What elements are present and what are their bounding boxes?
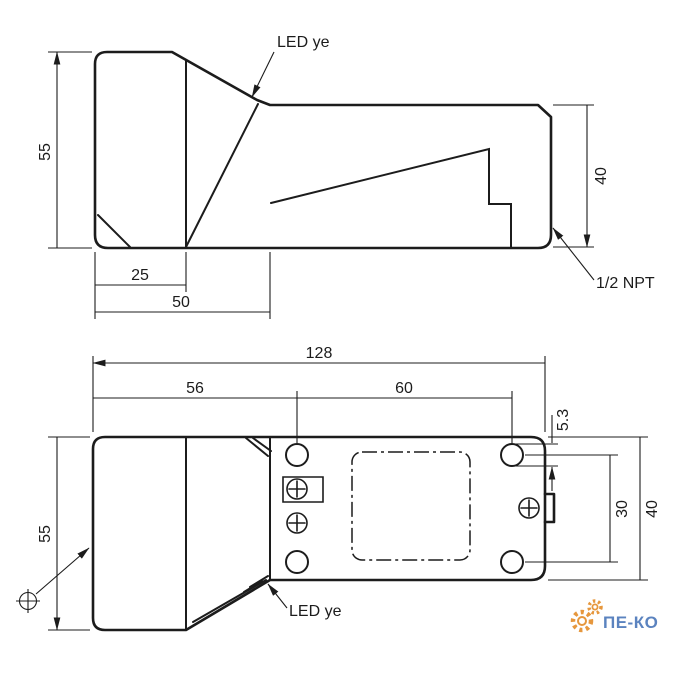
watermark-text: ПЕ-КО bbox=[603, 613, 658, 632]
side-view: 55 25 50 40 LED ye 1/2 NPT bbox=[37, 34, 655, 319]
side-sensor-inner-lines bbox=[97, 59, 512, 249]
gear-icon-small bbox=[587, 599, 603, 615]
clamp-block-outline bbox=[282, 476, 324, 503]
side-dimension-lines bbox=[57, 52, 587, 313]
screw-upper bbox=[286, 478, 308, 500]
mounting-hole-bottom-right bbox=[500, 550, 524, 574]
dim-body-width-label: 40 bbox=[644, 500, 661, 518]
led-label-top: LED ye bbox=[289, 603, 342, 620]
gear-icon-hub bbox=[577, 616, 587, 626]
dim-head-height-label: 55 bbox=[37, 143, 54, 161]
top-extension-lines bbox=[48, 356, 648, 631]
npt-leader-line bbox=[552, 227, 595, 281]
gear-icon bbox=[570, 609, 594, 633]
dim-head-depth-label: 25 bbox=[131, 267, 149, 284]
gear-icon-small-hub bbox=[591, 603, 599, 611]
sensing-face-datum-crosshair bbox=[16, 589, 40, 613]
top-sensor-outline bbox=[91, 435, 547, 632]
dim-head-total-depth-label: 50 bbox=[172, 294, 190, 311]
screw-lower bbox=[286, 512, 308, 534]
top-sensor-inner-lines bbox=[185, 436, 272, 631]
dim-hole-spacing-x-label: 60 bbox=[395, 380, 413, 397]
npt-label: 1/2 NPT bbox=[596, 275, 655, 292]
mounting-hole-bottom-left bbox=[285, 550, 309, 574]
adjuster-protrusion-outline bbox=[543, 492, 556, 524]
screw-cross-slots bbox=[288, 480, 538, 532]
screw-right bbox=[518, 497, 540, 519]
dim-total-length-label: 128 bbox=[306, 345, 333, 362]
dim-hole-spacing-y-label: 30 bbox=[614, 500, 631, 518]
sensing-face-leader-line bbox=[35, 547, 90, 595]
led-leader-line-side bbox=[251, 51, 275, 98]
dim-body-height-label: 40 bbox=[593, 167, 610, 185]
dim-head-width-label: 55 bbox=[37, 525, 54, 543]
side-extension-lines bbox=[48, 51, 594, 319]
dim-head-length-label: 56 bbox=[186, 380, 204, 397]
led-leader-line-top bbox=[267, 583, 288, 609]
dim-hole-diameter-label: 5.3 bbox=[555, 409, 572, 431]
cover-plate-outline bbox=[351, 451, 471, 561]
top-view: 128 56 60 5.3 30 40 55 LED ye bbox=[16, 345, 661, 630]
watermark-logo: ПЕ-КО bbox=[570, 599, 658, 633]
mounting-hole-top-left bbox=[285, 443, 309, 467]
led-label-side: LED ye bbox=[277, 34, 330, 51]
mounting-hole-top-right bbox=[500, 443, 524, 467]
top-dimension-lines bbox=[57, 363, 641, 630]
